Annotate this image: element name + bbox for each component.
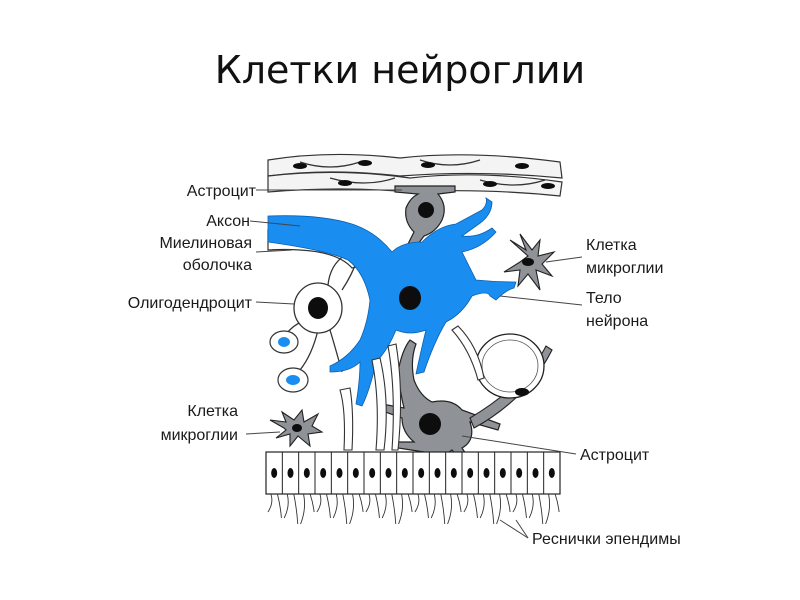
leader-neuron-body <box>499 295 583 306</box>
ependymal-cell-nucleus <box>320 468 327 478</box>
ependymal-cell-nucleus <box>418 468 425 478</box>
ependymal-cilium <box>538 493 544 525</box>
ependymal-cilium <box>521 493 527 519</box>
leader-lines <box>245 189 583 539</box>
ependymal-cilium <box>398 493 404 525</box>
capillary <box>475 333 545 399</box>
myelin-axon-1 <box>278 337 290 347</box>
ependymal-cell-nucleus <box>483 468 490 478</box>
ependymal-cilium <box>512 493 518 513</box>
ependymal-cilium <box>463 493 469 513</box>
ependymal-cilium <box>349 493 355 525</box>
neuropil-processes <box>339 325 485 451</box>
leader-microglia-right <box>545 256 583 263</box>
ependymal-cilium <box>414 493 420 513</box>
ependymal-cilium <box>447 493 453 525</box>
label-myelin-line1: Миелиновая <box>159 235 252 252</box>
microglia-left-nucleus <box>292 424 302 432</box>
label-microglia-right-line2: микроглии <box>586 260 663 277</box>
label-myelin-line2: оболочка <box>183 257 252 274</box>
leader-astrocyte-bottom <box>461 435 577 455</box>
pial-nuclei <box>293 160 555 189</box>
ependymal-cilium <box>407 493 413 513</box>
capillary-endothelial-nucleus <box>515 388 529 396</box>
ependymal-cilium <box>489 493 495 525</box>
ependymal-cell-nucleus <box>499 468 506 478</box>
capillary-lumen <box>481 339 539 393</box>
ependymal-cilium <box>374 493 380 519</box>
ependyma-layer <box>265 451 561 525</box>
astrocyte-bottom-nucleus <box>419 413 441 435</box>
leader-cilia-1 <box>499 519 529 539</box>
ependymal-cilium <box>276 493 282 519</box>
ependymal-cilium <box>325 493 331 519</box>
ependymal-cilium <box>316 493 322 513</box>
ependymal-cilium <box>293 493 299 525</box>
leader-microglia-left <box>245 431 281 435</box>
ependymal-cilium <box>267 493 273 513</box>
ependyma-cells <box>271 452 555 494</box>
microglia-right-nucleus <box>522 258 534 266</box>
ependymal-cell-nucleus <box>548 468 555 478</box>
oligodendrocyte-nucleus <box>308 297 328 319</box>
ependymal-cilium <box>358 493 364 513</box>
ependymal-cell-nucleus <box>401 468 408 478</box>
ependymal-cell-nucleus <box>303 468 310 478</box>
ependymal-cilium <box>309 493 315 513</box>
labels: Астроцит Аксон Миелиновая оболочка Олиго… <box>128 183 681 548</box>
ependymal-cell-nucleus <box>532 468 539 478</box>
ependymal-cell-nucleus <box>336 468 343 478</box>
label-microglia-right-line1: Клетка <box>586 237 637 254</box>
ependymal-cilium <box>545 493 551 525</box>
label-neuron-body-line2: нейрона <box>586 313 648 330</box>
ependymal-cell-nucleus <box>369 468 376 478</box>
ependymal-cilium <box>440 493 446 525</box>
astrocyte-top-nucleus <box>418 202 434 218</box>
ependymal-cell-nucleus <box>352 468 359 478</box>
label-astrocyte-bottom: Астроцит <box>580 447 650 464</box>
leader-axon <box>249 220 301 227</box>
ependymal-cell-nucleus <box>385 468 392 478</box>
ependymal-cell-nucleus <box>287 468 294 478</box>
ependymal-cell-nucleus <box>271 468 278 478</box>
ependymal-cilium <box>505 493 511 513</box>
ependymal-cell-nucleus <box>516 468 523 478</box>
ependymal-cilium <box>283 493 289 519</box>
neuron-nucleus <box>399 286 421 310</box>
label-oligodendrocyte: Олигодендроцит <box>128 295 253 312</box>
leader-oligodendrocyte <box>255 301 295 305</box>
ependymal-cilium <box>423 493 429 519</box>
ependymal-cilium <box>479 493 485 519</box>
myelin-axon-2 <box>286 375 300 385</box>
ependymal-cilium <box>342 493 348 525</box>
label-microglia-left-line2: микроглии <box>161 427 238 444</box>
ependymal-cilium <box>472 493 478 519</box>
label-astrocyte-top: Астроцит <box>187 183 257 200</box>
ependymal-cilium <box>365 493 371 513</box>
astrocyte-bottom <box>379 339 501 463</box>
neuron <box>267 197 517 407</box>
label-neuron-body-line1: Тело <box>586 290 622 307</box>
ependymal-cilium <box>430 493 436 519</box>
ependymal-cilium <box>391 493 397 525</box>
ependymal-cell-nucleus <box>450 468 457 478</box>
leader-cilia-2 <box>515 519 529 539</box>
ependymal-cilium <box>332 493 338 519</box>
pial-cell-layer <box>267 153 563 197</box>
ependymal-cilium <box>381 493 387 519</box>
label-microglia-left-line1: Клетка <box>187 403 238 420</box>
ependymal-cilium <box>496 493 502 525</box>
ependymal-cilium <box>554 493 560 513</box>
ependymal-cell-nucleus <box>434 468 441 478</box>
label-axon: Аксон <box>206 213 250 230</box>
leader-myelin <box>255 249 293 253</box>
ependyma-cilia <box>267 493 560 525</box>
slide-title: Клетки нейроглии <box>214 48 586 92</box>
ependymal-cilium <box>528 493 534 519</box>
ependymal-cell-nucleus <box>467 468 474 478</box>
ependymal-cilium <box>300 493 306 525</box>
ependymal-cilium <box>456 493 462 513</box>
label-ependyma-cilia: Реснички эпендимы <box>532 531 681 548</box>
